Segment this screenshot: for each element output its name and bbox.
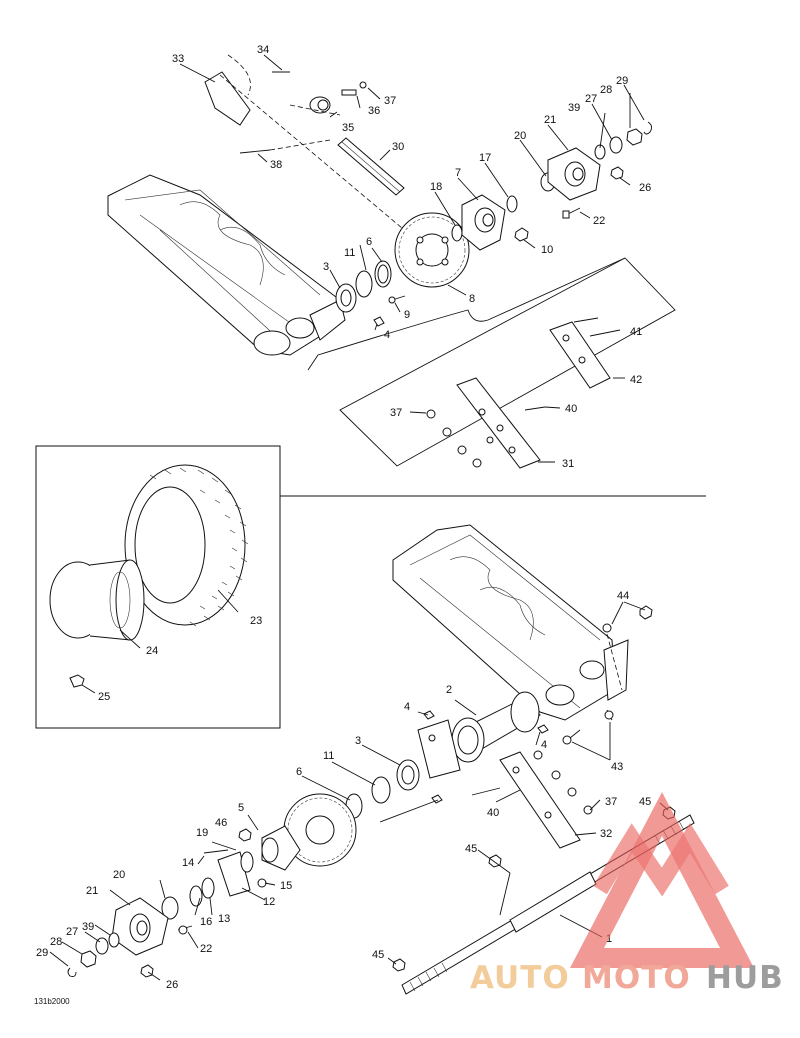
callout: 5 xyxy=(238,802,244,814)
callout: 28 xyxy=(600,84,612,96)
callout: 17 xyxy=(479,152,491,164)
bracket-42 xyxy=(549,321,611,389)
swing-arm-lower xyxy=(392,524,629,721)
callout: 4 xyxy=(541,739,547,751)
sprocket xyxy=(394,212,470,288)
callout: 7 xyxy=(455,167,461,179)
callout: 20 xyxy=(514,130,526,142)
callout: 34 xyxy=(257,44,269,56)
callout: 6 xyxy=(366,236,372,248)
callout: 3 xyxy=(355,735,361,747)
callout: 6 xyxy=(296,766,302,778)
logo-text-moto: MOTO xyxy=(582,960,691,996)
logo-triangle-mark xyxy=(570,792,754,968)
figure-reference: 131b2000 xyxy=(34,997,70,1006)
callout: 13 xyxy=(218,913,230,925)
callout: 25 xyxy=(98,691,110,703)
callout: 45 xyxy=(639,796,651,808)
callout: 8 xyxy=(469,293,475,305)
callout: 21 xyxy=(86,885,98,897)
hub-21-lower xyxy=(111,897,169,956)
chain-guide xyxy=(204,71,251,126)
callout: 26 xyxy=(166,979,178,991)
callout: 21 xyxy=(544,114,556,126)
callout: 4 xyxy=(404,701,410,713)
hub-upper xyxy=(461,194,506,251)
callout: 2 xyxy=(446,684,452,696)
callout: 43 xyxy=(611,761,623,773)
callout: 11 xyxy=(323,750,334,762)
callout: 45 xyxy=(372,949,384,961)
callout: 37 xyxy=(605,796,617,808)
callout: 32 xyxy=(600,828,612,840)
callout: 39 xyxy=(568,102,580,114)
callout: 24 xyxy=(146,645,158,657)
callout: 38 xyxy=(270,159,282,171)
callout: 46 xyxy=(215,817,227,829)
wheel-inset xyxy=(35,445,281,729)
callout: 27 xyxy=(585,93,597,105)
watermark-logo: AUTO MOTO HUB xyxy=(470,792,784,996)
callout: 29 xyxy=(36,947,48,959)
callout: 4 xyxy=(384,329,390,341)
lower-assembly xyxy=(49,524,695,995)
tire xyxy=(124,464,249,627)
callout: 30 xyxy=(392,141,404,153)
rim xyxy=(49,559,145,641)
callout: 27 xyxy=(66,926,78,938)
upper-assembly xyxy=(107,54,676,469)
callout: 41 xyxy=(630,326,642,338)
callout: 22 xyxy=(200,943,212,955)
callout: 45 xyxy=(465,843,477,855)
callout: 28 xyxy=(50,936,62,948)
callout: 12 xyxy=(263,896,275,908)
logo-text-hub: HUB xyxy=(706,960,784,996)
callout: 22 xyxy=(593,215,605,227)
bearing-housing xyxy=(417,691,541,779)
callout: 42 xyxy=(630,374,642,386)
callout: 26 xyxy=(639,182,651,194)
callout: 11 xyxy=(344,247,355,259)
callout: 29 xyxy=(616,75,628,87)
callout: 3 xyxy=(323,261,329,273)
callout: 36 xyxy=(368,105,380,117)
callout: 23 xyxy=(250,615,262,627)
callout: 10 xyxy=(541,244,553,256)
callout: 39 xyxy=(82,921,94,933)
callout: 14 xyxy=(182,857,194,869)
callout: 20 xyxy=(113,869,125,881)
callout: 33 xyxy=(172,53,184,65)
callout: 40 xyxy=(565,403,577,415)
swing-arm-upper xyxy=(107,174,346,356)
callout: 35 xyxy=(342,122,354,134)
callout: 1 xyxy=(606,933,612,945)
callout-labels: 33 34 35 36 37 38 30 39 27 28 29 21 20 1… xyxy=(34,44,651,1006)
callout: 19 xyxy=(196,827,208,839)
callout: 44 xyxy=(617,590,629,602)
chain xyxy=(337,137,405,196)
hub-21-upper xyxy=(547,147,601,201)
callout: 37 xyxy=(390,407,402,419)
callout: 31 xyxy=(562,458,574,470)
callout: 18 xyxy=(430,181,442,193)
callout: 16 xyxy=(200,916,212,928)
callout: 40 xyxy=(487,807,499,819)
callout: 15 xyxy=(280,880,292,892)
plate-32 xyxy=(499,751,581,849)
logo-text-auto: AUTO xyxy=(470,960,570,996)
callout: 37 xyxy=(384,95,396,107)
plate-31 xyxy=(456,377,541,469)
callout: 9 xyxy=(404,309,410,321)
